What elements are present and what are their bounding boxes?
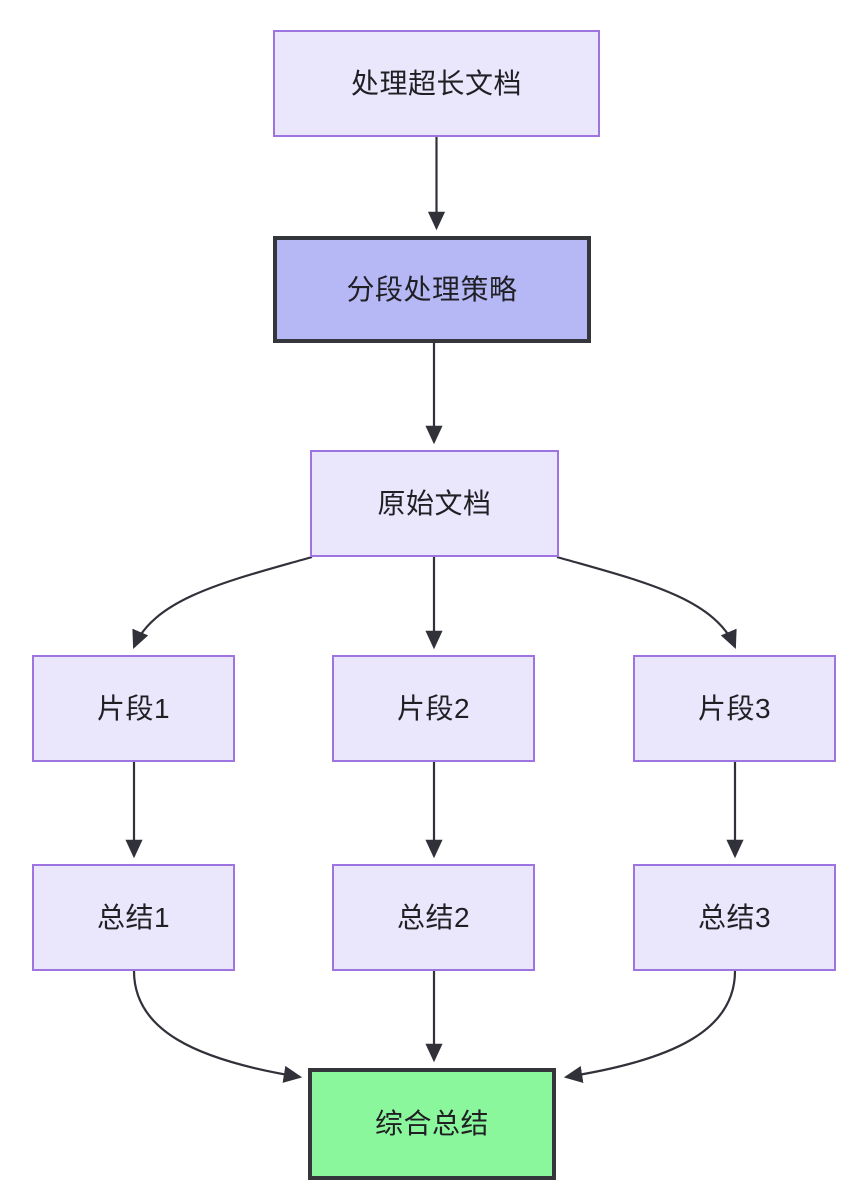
node-chunk-1[interactable]: 片段1: [32, 655, 235, 762]
node-raw-doc[interactable]: 原始文档: [310, 450, 559, 557]
edge-summary3-to-final: [563, 970, 737, 1083]
node-chunk-2[interactable]: 片段2: [332, 655, 535, 762]
node-summary-1[interactable]: 总结1: [32, 864, 235, 971]
edge-raw-doc-to-chunk3: [556, 555, 737, 650]
node-summary-2[interactable]: 总结2: [332, 864, 535, 971]
node-doc-task[interactable]: 处理超长文档: [273, 30, 600, 137]
edge-summary1-to-final: [132, 970, 303, 1083]
node-summary-3[interactable]: 总结3: [633, 864, 836, 971]
node-final-summary[interactable]: 综合总结: [308, 1068, 556, 1180]
node-strategy[interactable]: 分段处理策略: [273, 236, 591, 343]
edge-raw-doc-to-chunk1: [132, 555, 313, 650]
node-chunk-3[interactable]: 片段3: [633, 655, 836, 762]
